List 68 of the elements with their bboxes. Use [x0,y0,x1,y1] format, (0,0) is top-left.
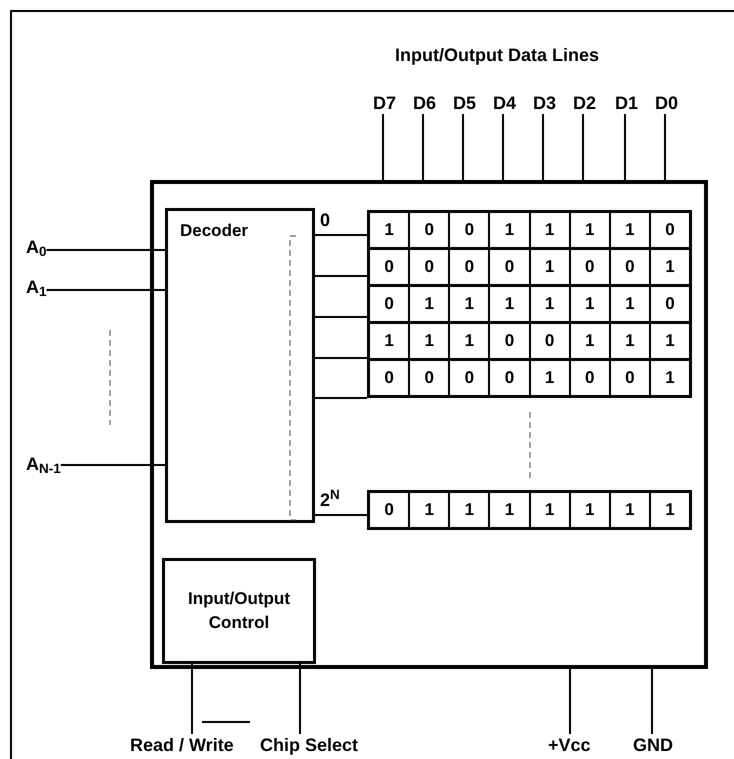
pin-label: D2 [573,92,596,114]
memory-row [367,321,692,361]
connector-line [46,289,165,291]
connector-line [315,234,367,236]
connector-line [315,357,367,359]
bit-value: 1 [528,493,569,527]
memory-row [367,490,692,530]
bit-value: 1 [383,219,395,242]
connector-line [422,114,424,180]
bit-value: 0 [408,361,448,395]
bit-value: 1 [568,493,609,527]
bit-value: 0 [383,499,395,522]
pin-label: A$_{1}$ [26,276,47,298]
connector-line [315,514,367,516]
io-control-block [162,558,316,664]
data-lines-heading: Input/Output Data Lines [395,44,599,67]
connector-line [462,114,464,180]
pin-label: D4 [493,92,516,114]
connector-line [582,114,584,180]
pin-label: +Vcc [548,734,591,756]
connector-line [315,397,367,399]
connector-line [664,114,666,180]
connector-line [46,249,165,251]
connector-line [315,316,367,318]
bit-value: 1 [608,493,649,527]
bit-value: 1 [648,361,689,395]
connector-line [502,114,504,180]
connector-line [191,664,193,734]
pin-label: Read / Write [130,734,234,756]
pin-label: D0 [655,92,678,114]
bit-value: 0 [383,293,395,316]
connector-line [569,669,571,734]
bit-value: 1 [408,493,448,527]
block-label: Decoder [180,220,250,242]
pin-label: D3 [533,92,556,114]
bit-value: 1 [383,330,395,352]
pin-label: D5 [453,92,476,114]
bit-value: 0 [608,361,649,395]
chip-package [150,180,708,669]
bit-value: 0 [488,361,528,395]
bit-value: 0 [448,361,488,395]
block-label: Input/Output Control [187,588,291,634]
connector-line [651,669,653,734]
bit-value: 1 [488,493,528,527]
pin-label: A$_{0}$ [26,236,47,258]
memory-row [367,247,692,287]
connector-line [299,664,301,734]
pin-label: D1 [615,92,638,114]
memory-row [367,358,692,398]
connector-line [60,464,165,466]
bit-value: 0 [568,361,609,395]
pin-label: GND [633,734,673,756]
pin-label: D6 [413,92,436,114]
memory-row [367,210,692,250]
bit-value: 0 [383,367,395,390]
connector-line [624,114,626,180]
pin-label: D7 [373,92,396,114]
bit-value: 1 [528,361,569,395]
memory-row [367,284,692,324]
bit-value: 0 [383,256,395,278]
bit-value: 1 [648,493,689,527]
bit-value: 1 [448,493,488,527]
decoder-block [165,208,315,523]
connector-line [315,275,367,277]
pin-label: A$_{N-1}$ [26,453,61,475]
connector-line [382,114,384,180]
connector-line [542,114,544,180]
pin-label: Chip Select [260,734,358,756]
